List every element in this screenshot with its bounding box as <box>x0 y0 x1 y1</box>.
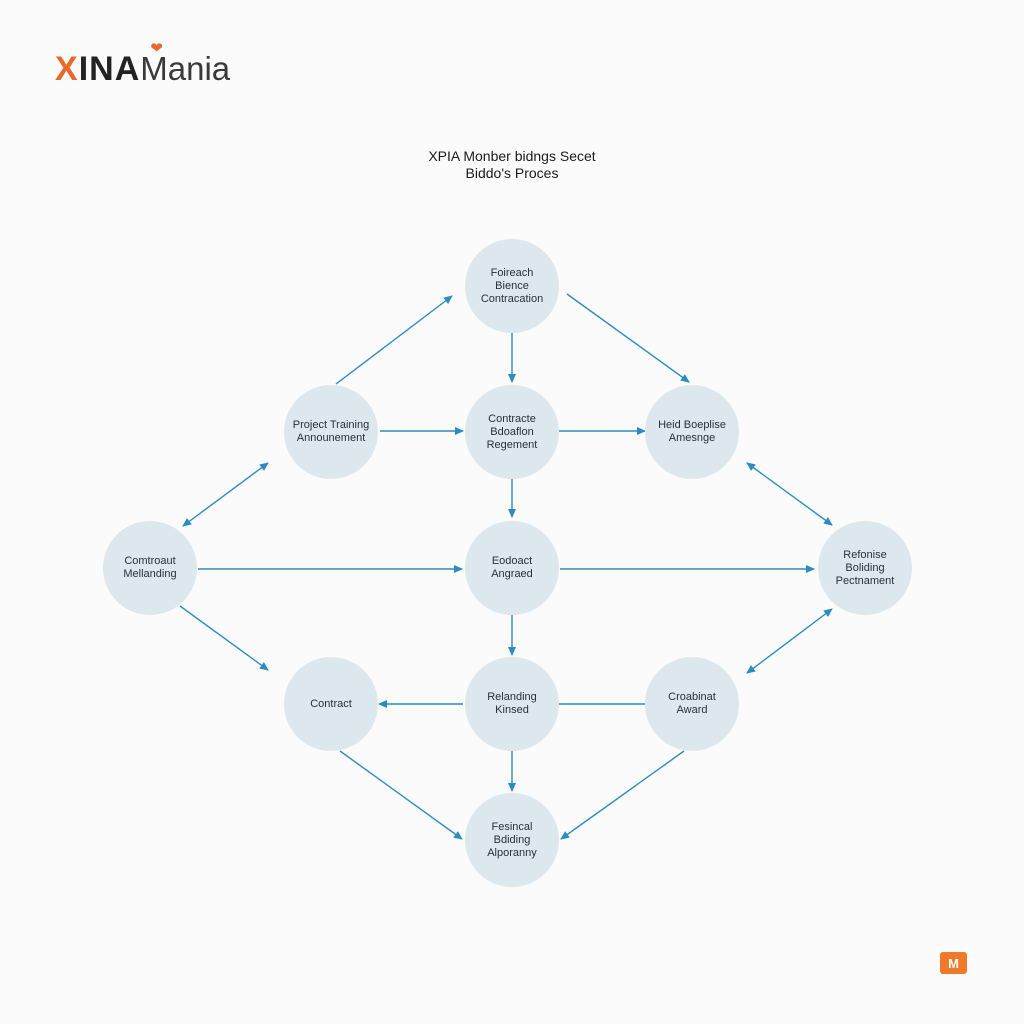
brand-logo: X INA ❤ Mania <box>55 41 231 94</box>
node-label-line: Refonise <box>843 548 887 561</box>
node-label-line: Croabinat <box>668 691 716 703</box>
arrow-n8-n11 <box>339 750 463 840</box>
node-label-line: Project Training <box>292 419 370 431</box>
arrow-n2-n1 <box>335 295 453 385</box>
node-label-line: Contracation <box>480 292 544 305</box>
node-project-training: Project Training Announement <box>284 385 378 479</box>
node-label-line: Contracte <box>488 412 536 425</box>
node-label-line: Contract <box>310 697 352 710</box>
node-label-line: Alporanny <box>487 846 537 859</box>
node-label-line: Announement <box>296 432 366 444</box>
arrow-n5-n2-bidirectional <box>182 462 269 527</box>
node-label-line: Comtroaut <box>124 555 176 567</box>
node-label-line: Heid Boeplise <box>658 419 726 431</box>
logo-x-letter: X <box>55 50 79 88</box>
node-label-line: Award <box>676 704 708 716</box>
node-label-line: Regement <box>486 438 538 451</box>
node-label-line: Mellanding <box>123 568 177 580</box>
node-label-line: Bdiding <box>493 833 531 846</box>
arrow-n1-n4 <box>566 293 690 383</box>
diagram-title-line-2: Biddo's Proces <box>465 165 559 181</box>
node-eodoact-angraed: Eodoact Angraed <box>465 521 559 615</box>
node-contracte-regement: Contracte Bdoaflon Regement <box>465 385 559 479</box>
node-label-line: Bdoaflon <box>490 425 534 438</box>
heart-icon: ❤ <box>150 40 163 57</box>
node-refonise-pectnament: Refonise Boliding Pectnament <box>818 521 912 615</box>
node-label-line: Boliding <box>845 561 885 574</box>
diagram-title-line-1: XPIA Monber bidngs Secet <box>428 148 596 164</box>
node-croabinat-award: Croabinat Award <box>645 657 739 751</box>
node-label-line: Relanding <box>487 691 537 703</box>
logo-mania-text: Mania <box>140 50 231 87</box>
node-comtroaut-mellanding: Comtroaut Mellanding <box>103 521 197 615</box>
arrow-n10-n11 <box>560 750 685 840</box>
node-label-line: Angraed <box>491 568 533 580</box>
node-label-line: Kinsed <box>495 704 529 716</box>
node-contract: Contract <box>284 657 378 751</box>
node-fesincal-alporanny: Fesincal Bdiding Alporanny <box>465 793 559 887</box>
node-contracation: Foireach Bience Contracation <box>465 239 559 333</box>
corner-brand-mark: M <box>940 952 967 974</box>
corner-mark-letter: M <box>948 955 959 971</box>
node-heid-boeplise: Heid Boeplise Amesnge <box>645 385 739 479</box>
node-label-line: Foireach <box>490 266 534 279</box>
node-label-line: Bience <box>495 279 529 292</box>
node-label-line: Fesincal <box>491 820 533 833</box>
arrow-n4-n7-bidirectional <box>746 462 833 526</box>
node-label-line: Amesnge <box>668 432 716 444</box>
arrow-n5-n8 <box>179 605 269 671</box>
node-label-line: Eodoact <box>491 555 533 567</box>
logo-mania-wordmark: ❤ Mania <box>140 41 231 88</box>
arrow-n10-n7-bidirectional <box>746 608 833 674</box>
node-relanding-kinsed: Relanding Kinsed <box>465 657 559 751</box>
node-label-line: Pectnament <box>835 574 895 587</box>
logo-ina-letters: INA <box>78 50 141 88</box>
